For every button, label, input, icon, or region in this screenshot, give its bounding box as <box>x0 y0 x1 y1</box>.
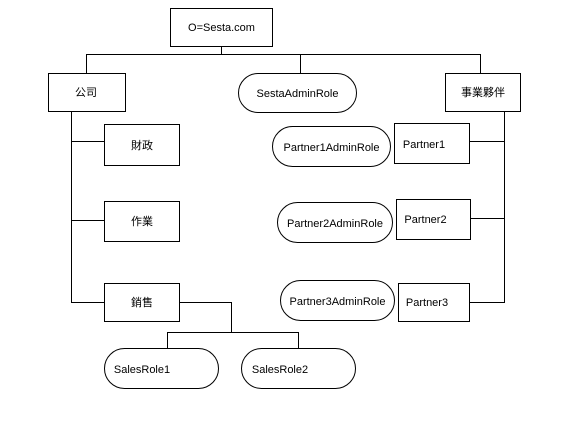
node-operations-label: 作業 <box>131 215 153 228</box>
node-sales-role-1-label: SalesRole1 <box>114 364 170 376</box>
node-sales-role-1[interactable]: SalesRole1 <box>104 348 219 389</box>
node-partner1-admin-role[interactable]: Partner1AdminRole <box>272 126 391 167</box>
node-company-label: 公司 <box>75 87 97 99</box>
node-business-partners[interactable]: 事業夥伴 <box>445 73 521 112</box>
connector-lines <box>71 47 505 348</box>
node-partner1-admin-role-label: Partner1AdminRole <box>284 142 380 154</box>
node-company[interactable]: 公司 <box>48 73 126 112</box>
node-partner3-admin-role[interactable]: Partner3AdminRole <box>280 280 395 321</box>
node-partner2-label: Partner2 <box>404 214 446 226</box>
node-partner2-admin-role-label: Partner2AdminRole <box>287 218 383 230</box>
node-finance[interactable]: 財政 <box>104 124 180 166</box>
node-finance-label: 財政 <box>131 138 153 152</box>
node-partner1[interactable]: Partner1 <box>394 123 470 164</box>
node-sales-role-2[interactable]: SalesRole2 <box>241 348 356 389</box>
node-partner1-label: Partner1 <box>403 139 445 151</box>
node-partner2[interactable]: Partner2 <box>396 199 471 240</box>
node-root-label: O=Sesta.com <box>188 22 255 34</box>
node-root[interactable]: O=Sesta.com <box>170 8 273 47</box>
node-partner3[interactable]: Partner3 <box>398 283 470 322</box>
node-sesta-admin-role-label: SestaAdminRole <box>257 88 339 100</box>
node-operations[interactable]: 作業 <box>104 201 180 242</box>
node-sesta-admin-role[interactable]: SestaAdminRole <box>238 73 357 113</box>
node-partner3-label: Partner3 <box>406 297 448 309</box>
node-partner3-admin-role-label: Partner3AdminRole <box>290 296 386 308</box>
node-sales-label: 銷售 <box>131 295 153 309</box>
node-partner2-admin-role[interactable]: Partner2AdminRole <box>277 202 393 243</box>
node-business-partners-label: 事業夥伴 <box>461 86 505 99</box>
node-sales-role-2-label: SalesRole2 <box>252 364 308 376</box>
node-sales[interactable]: 銷售 <box>104 283 180 322</box>
